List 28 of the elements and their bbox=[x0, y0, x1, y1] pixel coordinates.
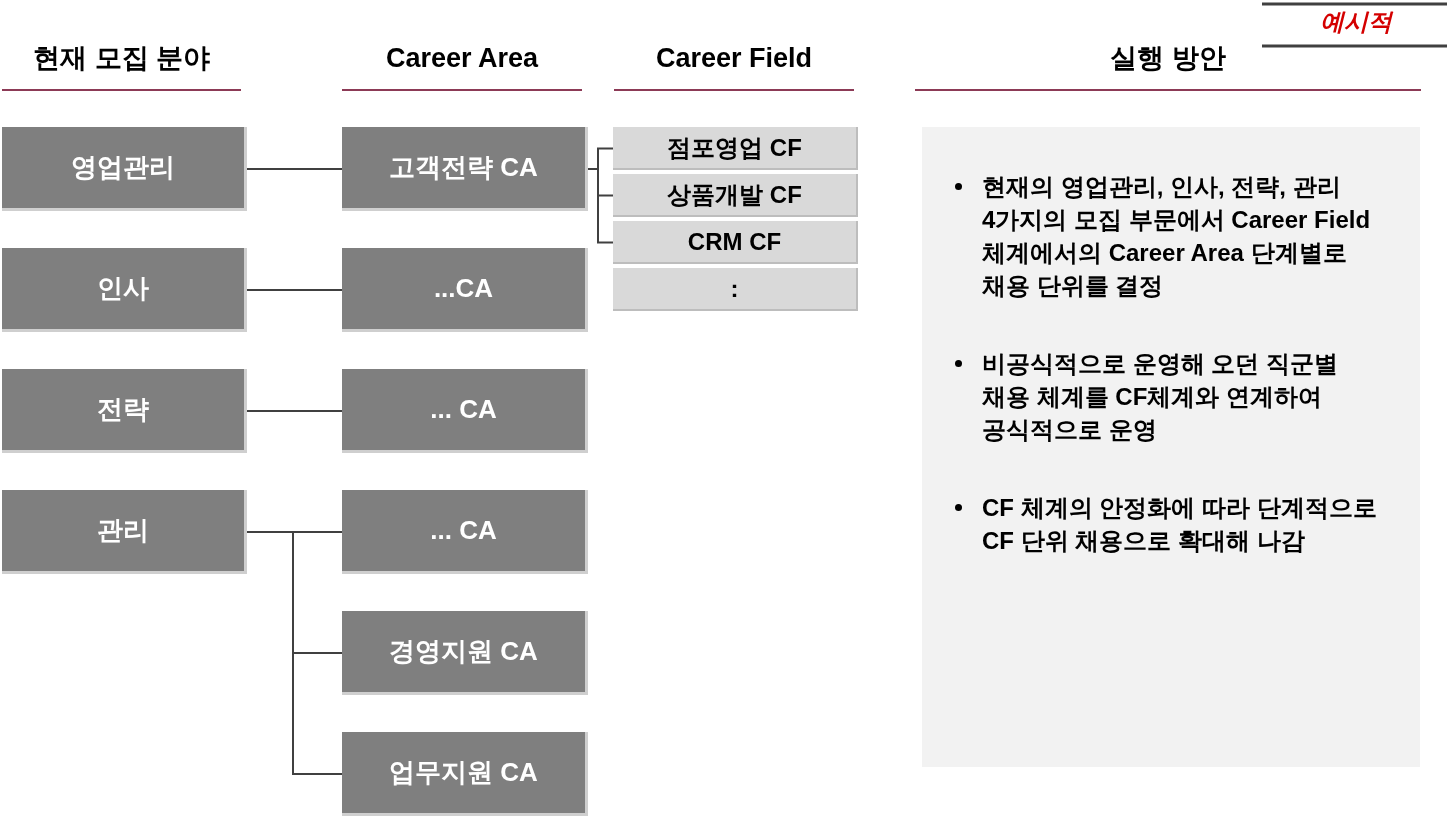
category-box: ... CA bbox=[342, 490, 588, 574]
bullet-text: 비공식적으로 운영해 오던 직군별 채용 체계를 CF체계와 연계하여 공식적으로 운영 bbox=[982, 349, 1339, 445]
column-heading: Career Field bbox=[655, 42, 813, 74]
field-box: : bbox=[613, 268, 858, 311]
column-heading: Career Area bbox=[385, 42, 539, 74]
connector-line bbox=[246, 410, 343, 412]
category-box: 영업관리 bbox=[2, 127, 247, 211]
category-box: ... CA bbox=[342, 369, 588, 453]
category-box: ...CA bbox=[342, 248, 588, 332]
bullet-text: CF 체계의 안정화에 따라 단계적으로 CF 단위 채용으로 확대해 나감 bbox=[982, 493, 1378, 556]
category-box: 인사 bbox=[2, 248, 247, 332]
bullet-text: 현재의 영업관리, 인사, 전략, 관리 4가지의 모집 부문에서 Career Field 체계에서의 Career Area 단계별로 채용 단위를 결정 bbox=[982, 172, 1372, 301]
category-box: 업무지원 CA bbox=[342, 732, 588, 816]
field-box: 점포영업 CF bbox=[613, 127, 858, 170]
field-box: 상품개발 CF bbox=[613, 174, 858, 217]
connector-line bbox=[246, 289, 343, 291]
category-box: 전략 bbox=[2, 369, 247, 453]
tag-text: 예시적 bbox=[1320, 7, 1392, 37]
connector-line bbox=[246, 168, 343, 170]
column-heading: 실행 방안 bbox=[1110, 42, 1226, 75]
field-box: CRM CF bbox=[613, 221, 858, 264]
column-heading: 현재 모집 분야 bbox=[33, 42, 211, 75]
text-panel bbox=[922, 127, 1420, 767]
category-box: 경영지원 CA bbox=[342, 611, 588, 695]
connector-line bbox=[587, 168, 614, 244]
category-box: 관리 bbox=[2, 490, 247, 574]
connector-line bbox=[246, 531, 343, 775]
category-box: 고객전략 CA bbox=[342, 127, 588, 211]
